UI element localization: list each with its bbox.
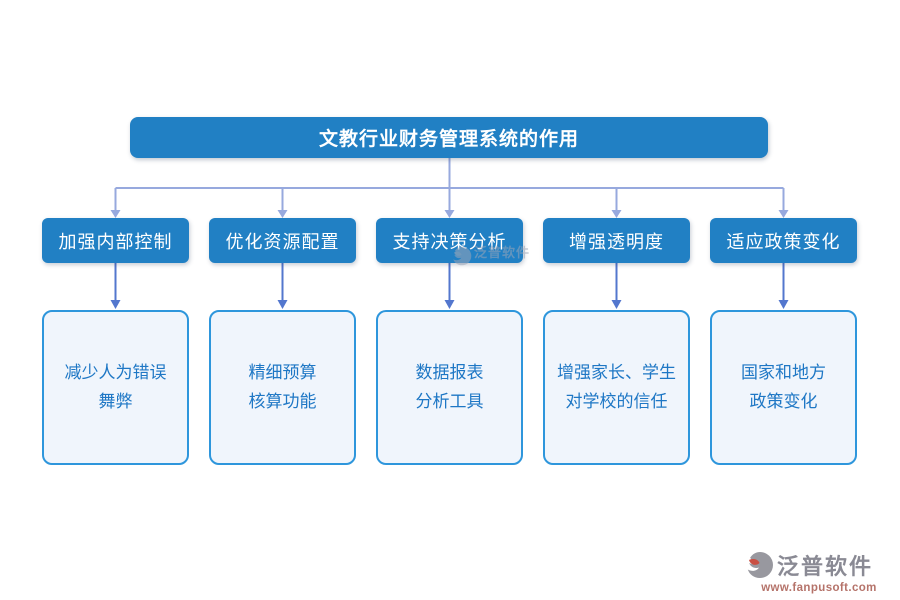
branch-node-label: 优化资源配置 [225, 231, 340, 252]
branch-node-policy-adaptation: 适应政策变化 [710, 218, 857, 263]
fanpu-logo-icon [747, 552, 773, 578]
leaf-node-line: 分析工具 [415, 391, 484, 411]
leaf-node-decision-analysis-detail: 数据报表 分析工具 [376, 310, 523, 465]
leaf-node-line: 核算功能 [248, 391, 317, 411]
leaf-node-line: 政策变化 [749, 391, 818, 411]
leaf-node-line: 精细预算 [248, 363, 317, 383]
leaf-node-line: 增强家长、学生 [557, 363, 676, 383]
brand-logo: 泛普软件 www.fanpusoft.com [746, 549, 892, 594]
root-node-label: 文教行业财务管理系统的作用 [318, 129, 579, 150]
branch-node-label: 支持决策分析 [392, 231, 507, 252]
branch-node-label: 增强透明度 [569, 231, 664, 252]
leaf-node-resource-allocation-detail: 精细预算 核算功能 [209, 310, 356, 465]
leaf-node-transparency-detail: 增强家长、学生 对学校的信任 [543, 310, 690, 465]
branch-node-label: 适应政策变化 [726, 231, 841, 252]
leaf-node-line: 数据报表 [415, 363, 484, 383]
branch-node-decision-analysis: 支持决策分析 [376, 218, 523, 263]
branch-node-internal-control: 加强内部控制 [42, 218, 189, 263]
brand-name: 泛普软件 [777, 554, 874, 579]
leaf-node-line: 对学校的信任 [565, 391, 668, 411]
branch-node-label: 加强内部控制 [58, 231, 173, 252]
leaf-node-line: 舞弊 [98, 391, 133, 411]
leaf-node-policy-adaptation-detail: 国家和地方 政策变化 [710, 310, 857, 465]
leaf-node-line: 减少人为错误 [64, 363, 167, 383]
branch-node-resource-allocation: 优化资源配置 [209, 218, 356, 263]
brand-url: www.fanpusoft.com [761, 582, 877, 594]
leaf-node-line: 国家和地方 [741, 363, 826, 383]
leaf-node-internal-control-detail: 减少人为错误 舞弊 [42, 310, 189, 465]
root-node-title: 文教行业财务管理系统的作用 [130, 117, 768, 158]
branch-node-transparency: 增强透明度 [543, 218, 690, 263]
